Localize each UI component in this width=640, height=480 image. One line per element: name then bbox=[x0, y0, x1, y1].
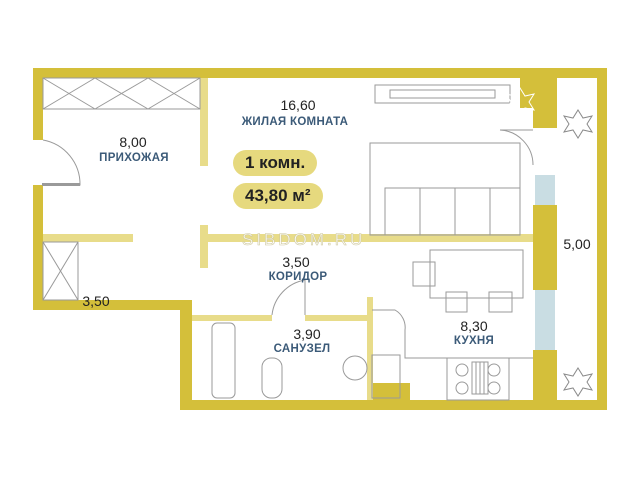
outer-walls bbox=[33, 68, 607, 410]
watermark: SIBDOM.RU bbox=[242, 230, 366, 250]
kitchen-name: КУХНЯ bbox=[453, 335, 495, 347]
balcony-area: 5,00 bbox=[563, 236, 591, 252]
hallway-name: ПРИХОЖАЯ bbox=[99, 152, 169, 164]
bathroom-area: 3,90 bbox=[293, 326, 321, 342]
corridor-area: 3,50 bbox=[282, 254, 310, 270]
total-area-badge: 43,80 м² bbox=[233, 183, 323, 209]
plant-icons bbox=[504, 87, 594, 397]
storage-area: 3,50 bbox=[82, 293, 110, 309]
entrance-door bbox=[42, 183, 80, 186]
living-room-name: ЖИЛАЯ КОМНАТА bbox=[241, 116, 349, 128]
bathroom-name: САНУЗЕЛ bbox=[273, 343, 331, 355]
kitchen-area: 8,30 bbox=[460, 318, 488, 334]
rooms-count-badge: 1 комн. bbox=[233, 150, 318, 176]
windows bbox=[535, 175, 555, 350]
living-room-area: 16,60 bbox=[280, 97, 316, 113]
corridor-name: КОРИДОР bbox=[268, 271, 328, 283]
hallway-area: 8,00 bbox=[119, 134, 147, 150]
inner-walls bbox=[43, 78, 533, 400]
furniture bbox=[42, 77, 534, 401]
